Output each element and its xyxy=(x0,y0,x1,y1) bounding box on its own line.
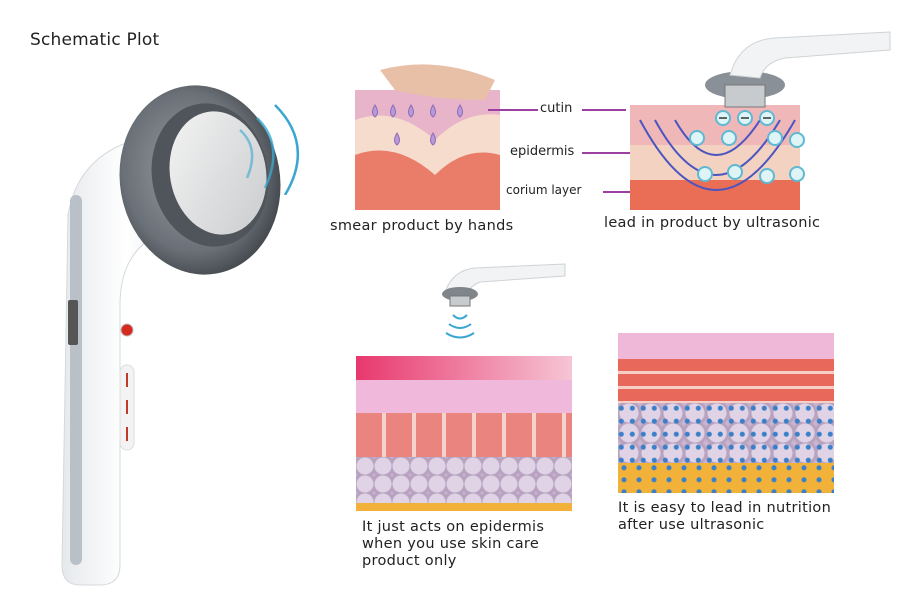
ultrasonic-device-illustration xyxy=(40,75,340,595)
skin-panel-hands xyxy=(355,60,500,210)
caption-line: after use ultrasonic xyxy=(618,517,765,533)
cutin-connector-left xyxy=(488,109,538,111)
ultrasonic-wave-icon xyxy=(235,100,325,195)
caption-line: product only xyxy=(362,553,457,569)
caption-line: It is easy to lead in nutrition xyxy=(618,500,832,516)
label-cutin: cutin xyxy=(540,101,573,116)
caption-line: when you use skin care xyxy=(362,536,540,552)
corium-connector xyxy=(603,191,638,193)
caption-lead-in-ultrasonic: lead in product by ultrasonic xyxy=(604,215,821,231)
epidermis-connector xyxy=(582,152,637,154)
caption-smear-product: smear product by hands xyxy=(330,218,514,234)
skin-cross-section-with-ultrasonic xyxy=(618,333,834,493)
diagram-title: Schematic Plot xyxy=(30,30,160,50)
small-device-illustration xyxy=(435,262,570,357)
skin-cross-section-without-ultrasonic xyxy=(356,356,572,511)
caption-line: It just acts on epidermis xyxy=(362,519,545,535)
label-epidermis: epidermis xyxy=(510,144,575,159)
caption-easy-lead-in: It is easy to lead in nutrition after us… xyxy=(618,500,868,534)
cutin-connector-right xyxy=(582,109,626,111)
caption-epidermis-only: It just acts on epidermis when you use s… xyxy=(362,519,582,570)
label-corium-layer: corium layer xyxy=(506,183,582,197)
skin-panel-ultrasonic xyxy=(625,20,895,215)
